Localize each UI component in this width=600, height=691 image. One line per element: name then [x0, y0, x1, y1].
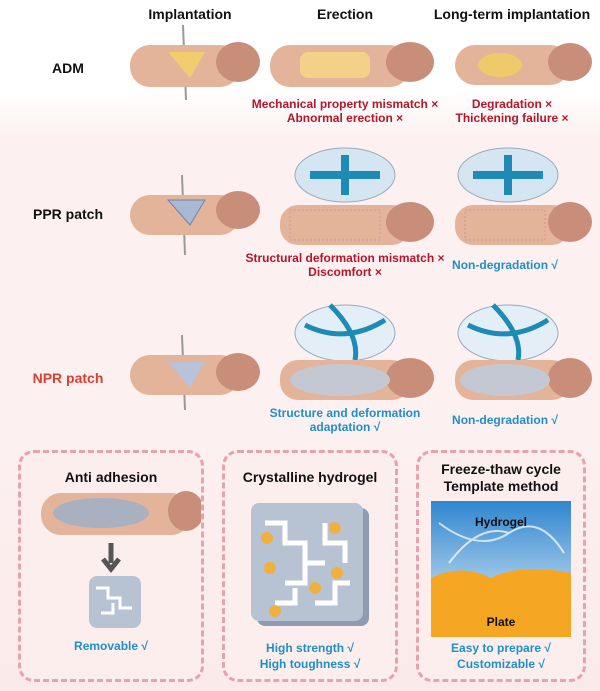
row-label-npr: NPR patch: [32, 370, 104, 386]
panel-anti-adhesion: Anti adhesion Removable √: [18, 450, 204, 682]
adm-implantation-finger: [130, 24, 260, 101]
npr-implantation-finger: [130, 334, 260, 411]
ppr-longterm-note: Non-degradation √: [452, 258, 558, 272]
panel-title: Anti adhesion: [64, 469, 158, 485]
header-implantation: Implantation: [148, 6, 232, 22]
panel-note-2: High toughness √: [259, 657, 361, 671]
row-illustrations: [130, 24, 592, 411]
npr-longterm-note: Non-degradation √: [452, 413, 558, 427]
panel-title: Crystalline hydrogel: [242, 469, 378, 485]
npr-erection-finger: [280, 303, 434, 400]
panel-note: Removable √: [74, 639, 148, 653]
header-long-term: Long-term implantation: [433, 6, 591, 22]
adm-erection-note-1: Mechanical property mismatch ×: [251, 97, 439, 111]
crystalline-hydrogel-illustration: [251, 503, 369, 626]
panel-title-1: Freeze-thaw cycle: [441, 461, 561, 477]
hydrogel-label: Hydrogel: [474, 515, 528, 529]
row-label-ppr: PPR patch: [32, 206, 104, 222]
panel-title-2: Template method: [443, 478, 559, 494]
ppr-erection-finger: [280, 147, 434, 245]
panel-note-1: High strength √: [266, 641, 354, 655]
panel-freeze-thaw: Freeze-thaw cycle Template method Hydrog…: [416, 450, 586, 682]
ppr-erection-note-1: Structural deformation mismatch ×: [245, 251, 445, 265]
ppr-implantation-finger: [130, 174, 260, 256]
freeze-thaw-illustration: [431, 501, 571, 637]
panel-note-1: Easy to prepare √: [451, 641, 551, 655]
adm-longterm-finger: [455, 43, 592, 85]
adm-longterm-note-2: Thickening failure ×: [455, 111, 569, 125]
npr-longterm-finger: [455, 303, 592, 400]
panel-crystalline-hydrogel: Crystalline hydrogel High strength √ Hig…: [222, 450, 398, 682]
adm-longterm-note-1: Degradation ×: [471, 97, 553, 111]
npr-erection-note-1: Structure and deformation: [269, 406, 421, 420]
npr-erection-note-2: adaptation √: [309, 420, 381, 434]
adm-erection-note-2: Abnormal erection ×: [286, 111, 404, 125]
ppr-longterm-finger: [455, 147, 592, 245]
plate-label: Plate: [486, 615, 516, 629]
ppr-erection-note-2: Discomfort ×: [308, 265, 382, 279]
row-label-adm: ADM: [52, 60, 84, 76]
panel-note-2: Customizable √: [457, 657, 545, 671]
adm-erection-finger: [270, 42, 434, 87]
anti-adhesion-illustration: [41, 491, 201, 628]
header-erection: Erection: [316, 6, 374, 22]
